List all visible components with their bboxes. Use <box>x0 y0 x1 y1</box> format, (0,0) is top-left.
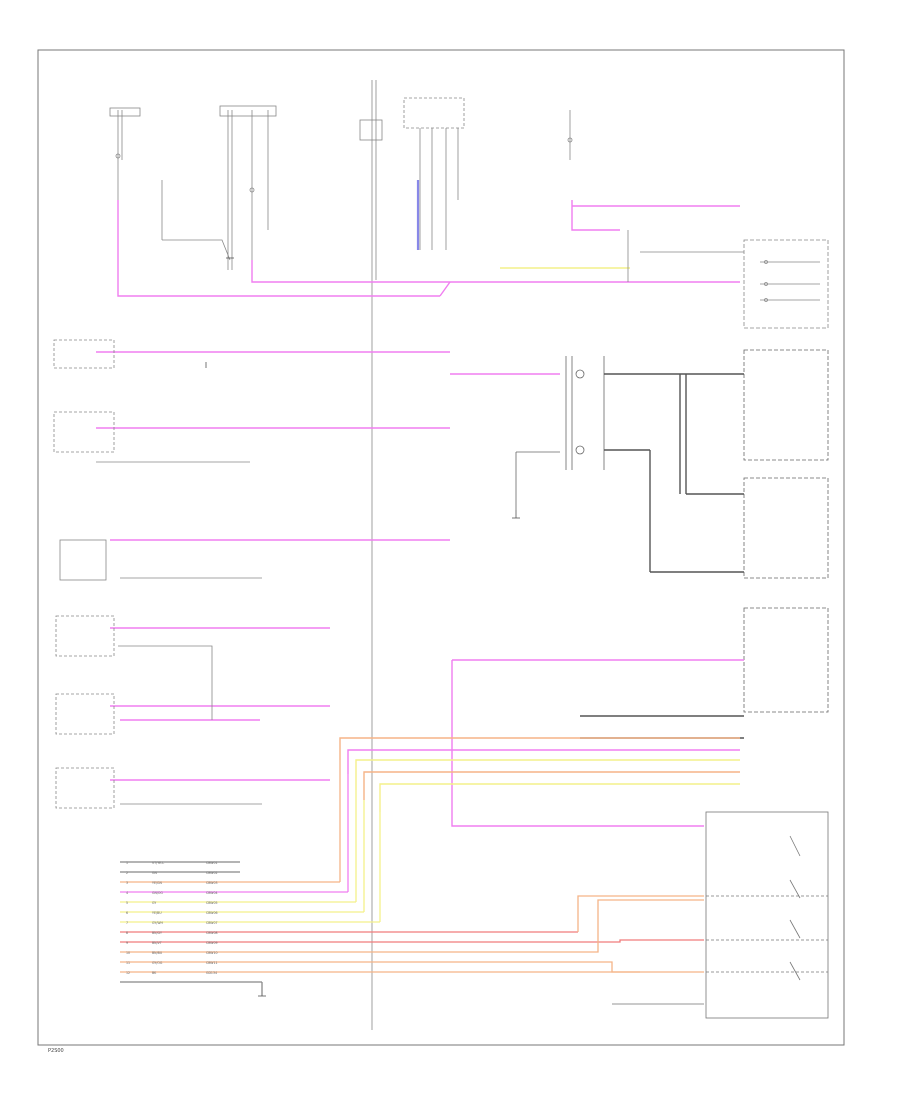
pin-block-labels: 1 VT/YE-L CBW01 2 GN CBW02 3 YE/GN CBW03 4 GN/OG CB… <box>126 861 218 975</box>
middle-left-violet <box>96 351 560 781</box>
pin-circuit-id: CBW07 <box>206 921 218 925</box>
pin-wire-color: BN/GY <box>152 931 162 935</box>
pin-wire-color: GN/OG <box>152 891 163 895</box>
pin-circuit-id: CBW06 <box>206 911 218 915</box>
vertical-colored-drops <box>339 760 381 922</box>
pin-wire-color: BN/VT <box>152 941 162 945</box>
pin-number: 3 <box>126 881 128 885</box>
pin-wire-color: GY <box>152 901 156 905</box>
pin-number: 5 <box>126 901 128 905</box>
pin-number: 4 <box>126 891 128 895</box>
pin-circuit-id: CBW10 <box>206 951 218 955</box>
pin-number: 6 <box>126 911 128 915</box>
pin-wire-color: YE/BU <box>152 911 162 915</box>
pin-number: 1 <box>126 861 128 865</box>
pin-circuit-id: CBW02 <box>206 871 218 875</box>
pin-number: 12 <box>126 971 130 975</box>
top-left-switches <box>109 105 277 296</box>
headlamp-switch <box>705 811 829 1019</box>
middle-right-clockspring <box>515 349 829 713</box>
pin-number: 7 <box>126 921 128 925</box>
pin-number: 10 <box>126 951 130 955</box>
pin-wire-color: GN <box>152 871 157 875</box>
pin-number: 2 <box>126 871 128 875</box>
middle-left-switch-boxes <box>53 339 262 809</box>
pin-wire-color: YE/GN <box>152 881 163 885</box>
black-harness-right <box>580 373 744 739</box>
pin-number: 11 <box>126 961 130 965</box>
diagram-frame <box>37 49 845 1046</box>
pin-wire-color: GY/OG <box>152 961 163 965</box>
bottom-pin-block-wires <box>120 861 704 1005</box>
pin-wire-color: BK <box>152 971 157 975</box>
violet-harness-top <box>117 200 740 297</box>
pin-circuit-id: CBW03 <box>206 881 218 885</box>
ground-symbols <box>205 257 520 997</box>
pin-circuit-id: GD134 <box>206 971 217 975</box>
right-violet-wire <box>451 659 744 827</box>
pin-number: 9 <box>126 941 128 945</box>
pin-circuit-id: CBW05 <box>206 901 218 905</box>
pin-number: 8 <box>126 931 128 935</box>
footer-code: P2S00 <box>48 1048 64 1054</box>
pin-wire-color: VT/YE-L <box>152 861 164 865</box>
pin-circuit-id: CBW09 <box>206 941 218 945</box>
pin-circuit-id: CBW01 <box>206 861 218 865</box>
colored-wires-right <box>339 737 740 812</box>
top-center-components <box>359 80 573 1030</box>
top-right-module <box>627 230 829 329</box>
pin-circuit-id: CBW04 <box>206 891 218 895</box>
pin-wire-color: BN/BU <box>152 951 163 955</box>
pin-circuit-id: CBW08 <box>206 931 218 935</box>
pin-circuit-id: CBW11 <box>206 961 218 965</box>
pin-wire-color: GY/WH <box>152 921 163 925</box>
